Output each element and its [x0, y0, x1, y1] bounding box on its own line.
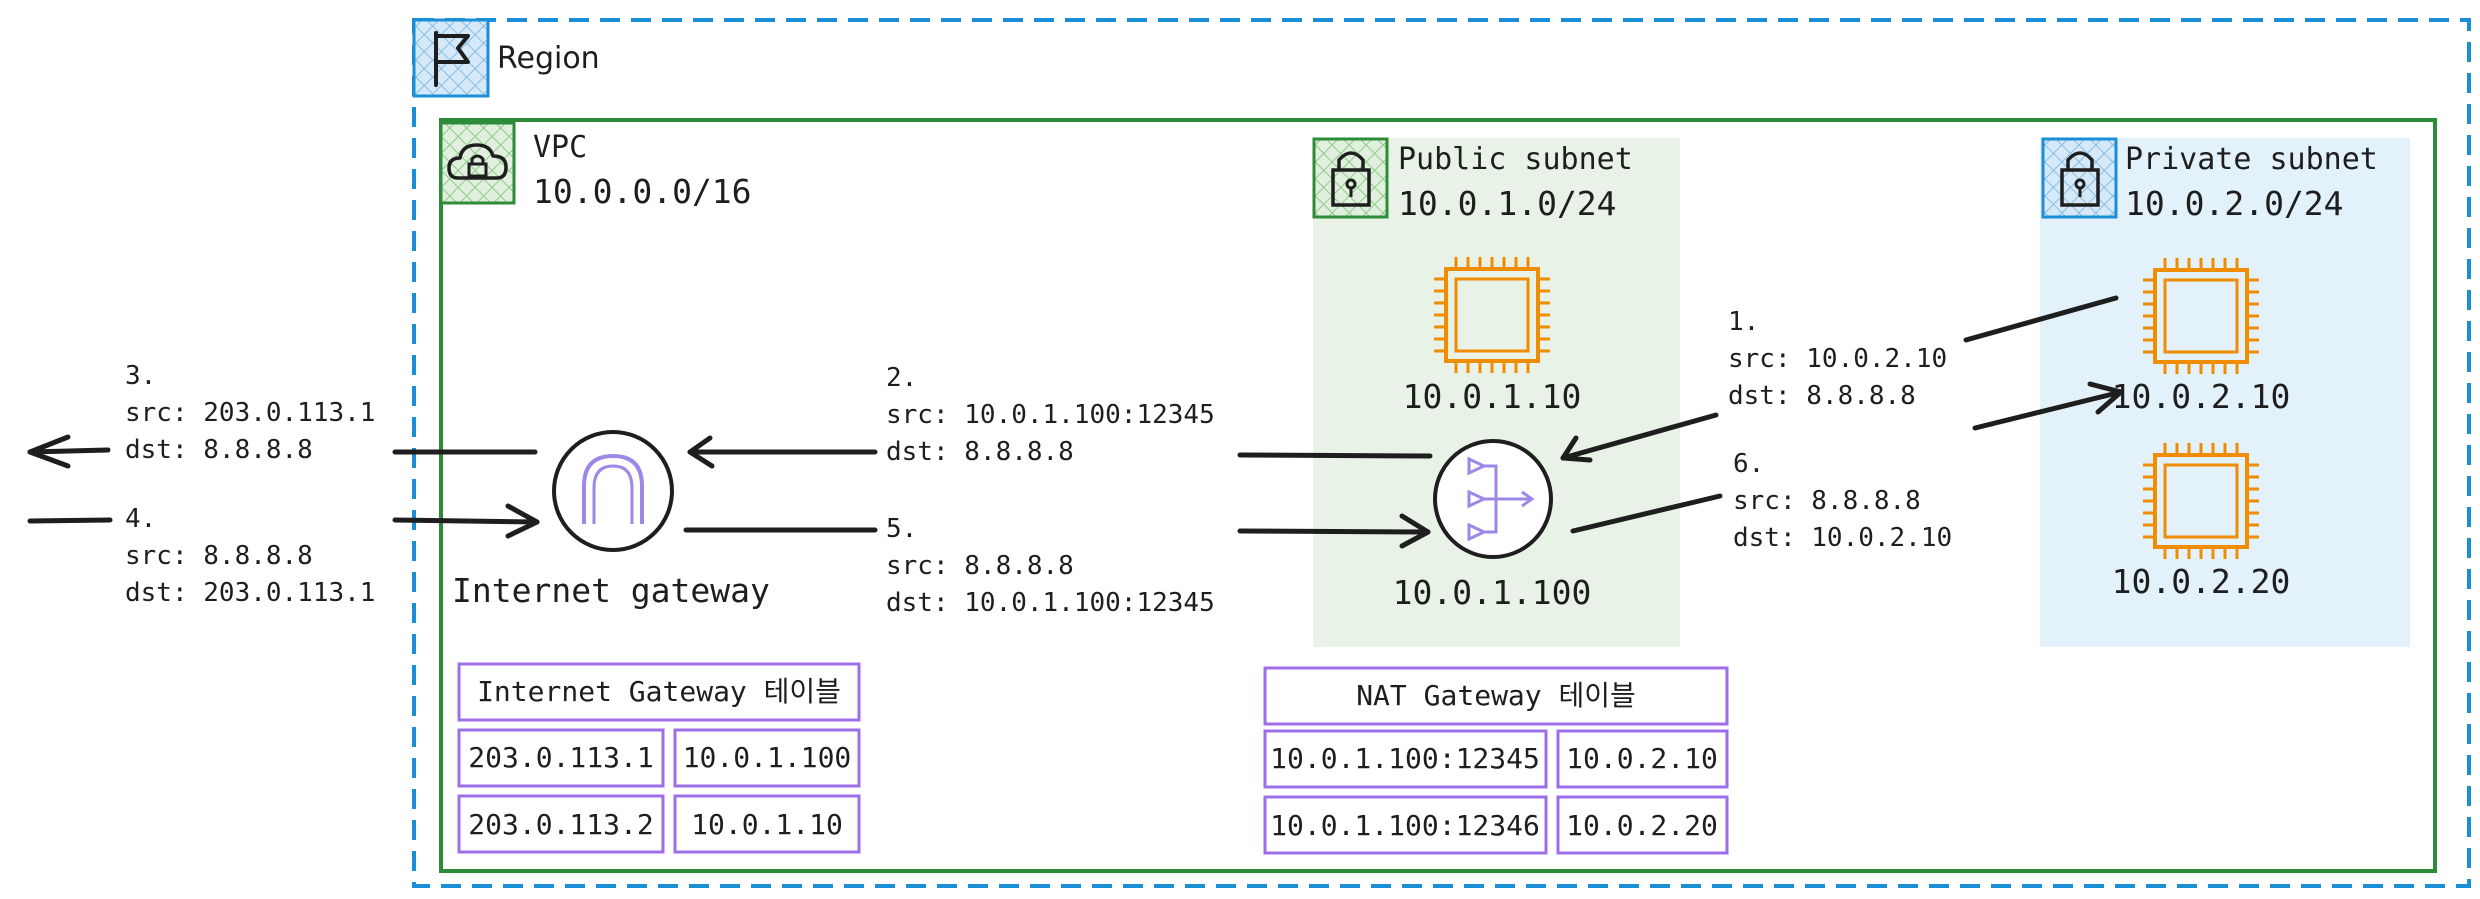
flow-number: 3. [125, 361, 156, 391]
flow-4-arrow [27, 503, 540, 539]
vpc-label: VPC [533, 130, 587, 165]
nat-table-cell: 10.0.1.100:12346 [1270, 809, 1540, 842]
flow-number: 6. [1733, 449, 1764, 479]
flow-3-arrow [27, 434, 538, 469]
private-subnet-label: Private subnet [2125, 142, 2378, 177]
flow-6-label: 6. src: 8.8.8.8 dst: 10.0.2.10 [1733, 449, 1952, 553]
flag-icon [412, 18, 490, 98]
public-subnet-label: Public subnet [1398, 142, 1633, 177]
nat-gateway-icon [1433, 439, 1553, 559]
flow-2-arrow [687, 435, 1433, 469]
gateway-arch-icon [552, 430, 674, 552]
flow-src: src: 8.8.8.8 [1733, 486, 1921, 516]
private-subnet-area [2040, 138, 2410, 647]
flow-src: src: 10.0.1.100:12345 [886, 400, 1215, 430]
private-subnet-cidr: 10.0.2.0/24 [2125, 184, 2344, 223]
igw-table-cell: 10.0.1.10 [691, 808, 843, 841]
flow-dst: dst: 8.8.8.8 [125, 435, 313, 465]
instance-private-2-ip: 10.0.2.20 [2112, 562, 2291, 601]
public-subnet-area [1313, 138, 1680, 647]
igw-table-title: Internet Gateway 테이블 [477, 675, 841, 708]
flow-1-arrow [1560, 295, 2119, 463]
flow-src: src: 8.8.8.8 [886, 551, 1074, 581]
nat-table-cell: 10.0.2.20 [1566, 809, 1718, 842]
lock-icon [1312, 137, 1389, 219]
flow-1-label: 1. src: 10.0.2.10 dst: 8.8.8.8 [1728, 307, 1947, 411]
flow-src: src: 8.8.8.8 [125, 541, 313, 571]
flow-number: 1. [1728, 307, 1759, 337]
flow-dst: dst: 10.0.1.100:12345 [886, 588, 1215, 618]
vpc-cidr: 10.0.0.0/16 [533, 172, 752, 211]
flow-src: src: 203.0.113.1 [125, 398, 375, 428]
chip-icon [1434, 257, 1550, 373]
instance-public-ip: 10.0.1.10 [1403, 377, 1582, 416]
igw-table-cell: 10.0.1.100 [683, 741, 852, 774]
flow-5-arrow [683, 513, 1431, 549]
flow-2-label: 2. src: 10.0.1.100:12345 dst: 8.8.8.8 [886, 363, 1215, 467]
flow-number: 4. [125, 504, 156, 534]
flow-dst: dst: 10.0.2.10 [1733, 523, 1952, 553]
flow-dst: dst: 203.0.113.1 [125, 578, 375, 608]
region-label: Region [497, 41, 600, 76]
flow-3-label: 3. src: 203.0.113.1 dst: 8.8.8.8 [125, 361, 375, 465]
lock-icon [2041, 137, 2118, 219]
flow-4-label: 4. src: 8.8.8.8 dst: 203.0.113.1 [125, 504, 375, 608]
flow-dst: dst: 8.8.8.8 [886, 437, 1074, 467]
igw-table: Internet Gateway 테이블 203.0.113.1 10.0.1.… [457, 662, 861, 854]
igw-table-cell: 203.0.113.2 [468, 808, 653, 841]
nat-table-cell: 10.0.2.10 [1566, 742, 1718, 775]
flow-number: 5. [886, 514, 917, 544]
chip-icon [2143, 443, 2259, 559]
flow-6-arrow [1570, 381, 2124, 534]
vpc-boundary [439, 118, 2437, 873]
internet-gateway-label: Internet gateway [452, 571, 770, 610]
nat-table-cell: 10.0.1.100:12345 [1270, 742, 1540, 775]
nat-gateway-ip: 10.0.1.100 [1393, 573, 1592, 612]
igw-table-cell: 203.0.113.1 [468, 741, 653, 774]
cloud-lock-icon [439, 121, 516, 205]
instance-private-1-ip: 10.0.2.10 [2112, 377, 2291, 416]
nat-table-title: NAT Gateway 테이블 [1356, 679, 1636, 712]
flow-number: 2. [886, 363, 917, 393]
flow-dst: dst: 8.8.8.8 [1728, 381, 1916, 411]
nat-table: NAT Gateway 테이블 10.0.1.100:12345 10.0.2.… [1263, 666, 1729, 855]
flow-5-label: 5. src: 8.8.8.8 dst: 10.0.1.100:12345 [886, 514, 1215, 618]
chip-icon [2143, 258, 2259, 374]
public-subnet-cidr: 10.0.1.0/24 [1398, 184, 1617, 223]
flow-src: src: 10.0.2.10 [1728, 344, 1947, 374]
